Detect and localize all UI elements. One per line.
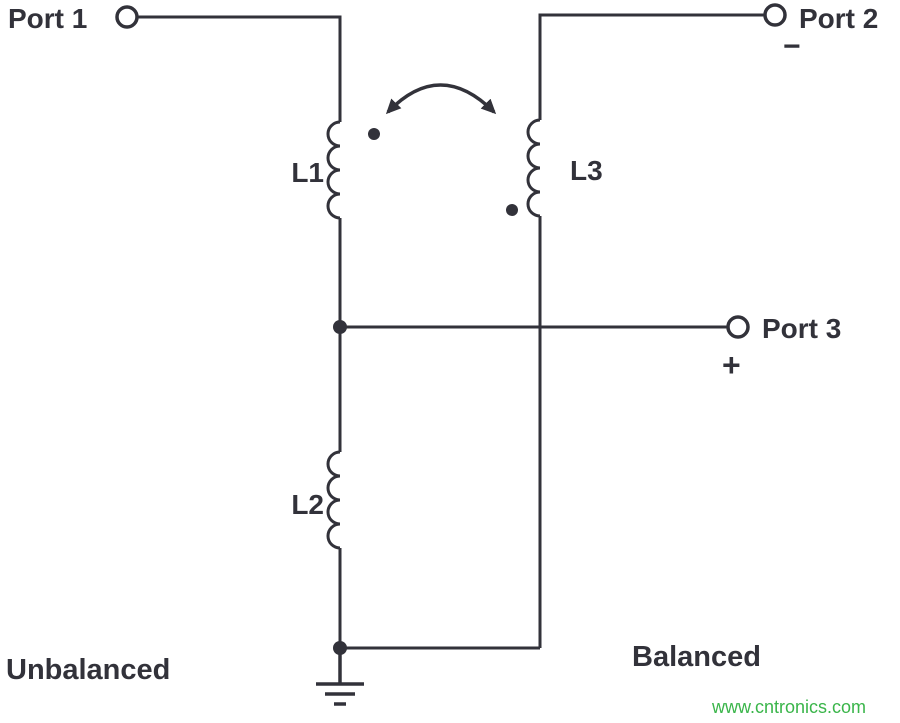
port3-polarity-plus: +	[722, 347, 741, 383]
port2-polarity-minus: −	[783, 30, 801, 63]
port1-terminal	[115, 5, 139, 29]
wires	[137, 13, 765, 706]
port1-label: Port 1	[8, 3, 87, 34]
terminals	[115, 3, 787, 339]
balanced-side-label: Balanced	[632, 641, 761, 673]
phase-dot-l3	[506, 204, 518, 216]
junction-dot-bottom-node	[333, 641, 347, 655]
labels: Port 1 Port 2 − Port 3 + L1 L2 L3 Unbala…	[6, 3, 878, 686]
inductor-l1-label: L1	[291, 157, 324, 188]
inductor-l3-coil	[526, 118, 541, 218]
port2-wire	[538, 13, 765, 120]
phase-dot-l1	[368, 128, 380, 140]
inductor-l2-label: L2	[291, 489, 324, 520]
dots	[333, 128, 518, 655]
port2-terminal	[763, 3, 787, 27]
watermark-text: www.cntronics.com	[711, 697, 866, 717]
unbalanced-side-label: Unbalanced	[6, 654, 170, 686]
inductor-l3-label: L3	[570, 155, 603, 186]
port1-wire	[137, 15, 342, 122]
inductor-l2-coil	[326, 450, 341, 550]
junction-dot-port3-node	[333, 320, 347, 334]
port3-terminal	[726, 315, 750, 339]
port3-label: Port 3	[762, 313, 841, 344]
coupling-arrow	[385, 83, 497, 115]
ground-symbol	[316, 648, 364, 706]
inductor-l1-coil	[326, 120, 341, 220]
port2-label: Port 2	[799, 3, 878, 34]
